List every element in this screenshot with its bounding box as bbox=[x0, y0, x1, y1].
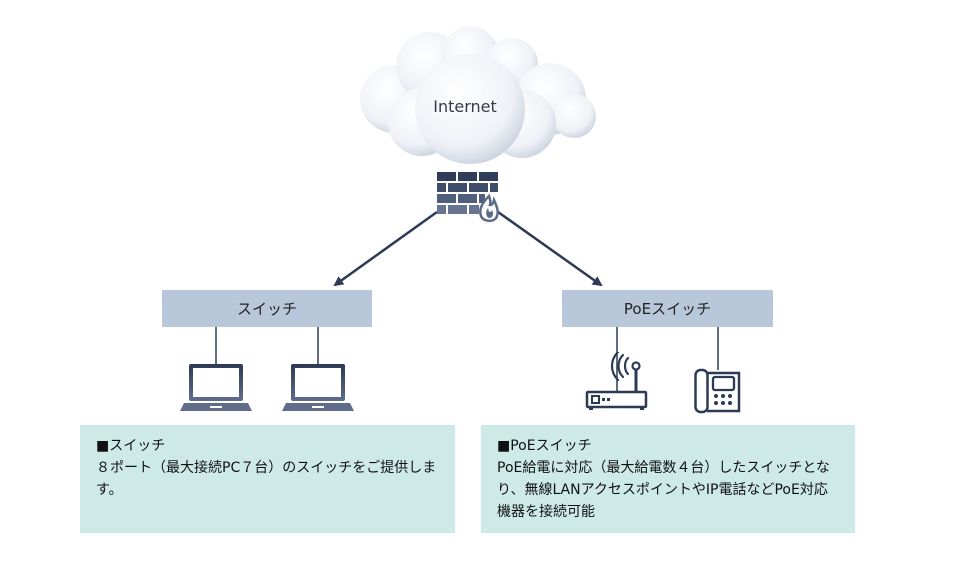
poe-switch-info-body: PoE給電に対応（最大給電数４台）したスイッチとなり、無線LANアクセスポイント… bbox=[497, 460, 830, 520]
poe-switch-box: PoEスイッチ bbox=[562, 290, 773, 327]
switch-info-box: ■スイッチ ８ポート（最大接続PC７台）のスイッチをご提供します。 bbox=[80, 425, 455, 533]
laptop-icon bbox=[282, 364, 354, 411]
arrow-to-switch bbox=[333, 210, 438, 287]
wireless-access-point-icon bbox=[585, 352, 648, 410]
arrow-to-poe-switch bbox=[497, 210, 603, 287]
ip-phone-icon bbox=[694, 368, 741, 414]
switch-info-body: ８ポート（最大接続PC７台）のスイッチをご提供します。 bbox=[96, 460, 437, 498]
poe-switch-info-title: ■PoEスイッチ bbox=[497, 438, 592, 454]
laptop-icon bbox=[180, 364, 252, 411]
internet-label: Internet bbox=[433, 97, 497, 116]
poe-switch-label: PoEスイッチ bbox=[623, 300, 712, 318]
switch-box: スイッチ bbox=[162, 290, 372, 327]
cloud-icon bbox=[360, 26, 596, 164]
poe-switch-info-box: ■PoEスイッチ PoE給電に対応（最大給電数４台）したスイッチとなり、無線LA… bbox=[481, 425, 855, 533]
switch-label: スイッチ bbox=[236, 300, 297, 318]
firewall-icon bbox=[437, 172, 499, 223]
switch-info-title: ■スイッチ bbox=[96, 438, 166, 454]
flame-icon bbox=[479, 193, 499, 223]
